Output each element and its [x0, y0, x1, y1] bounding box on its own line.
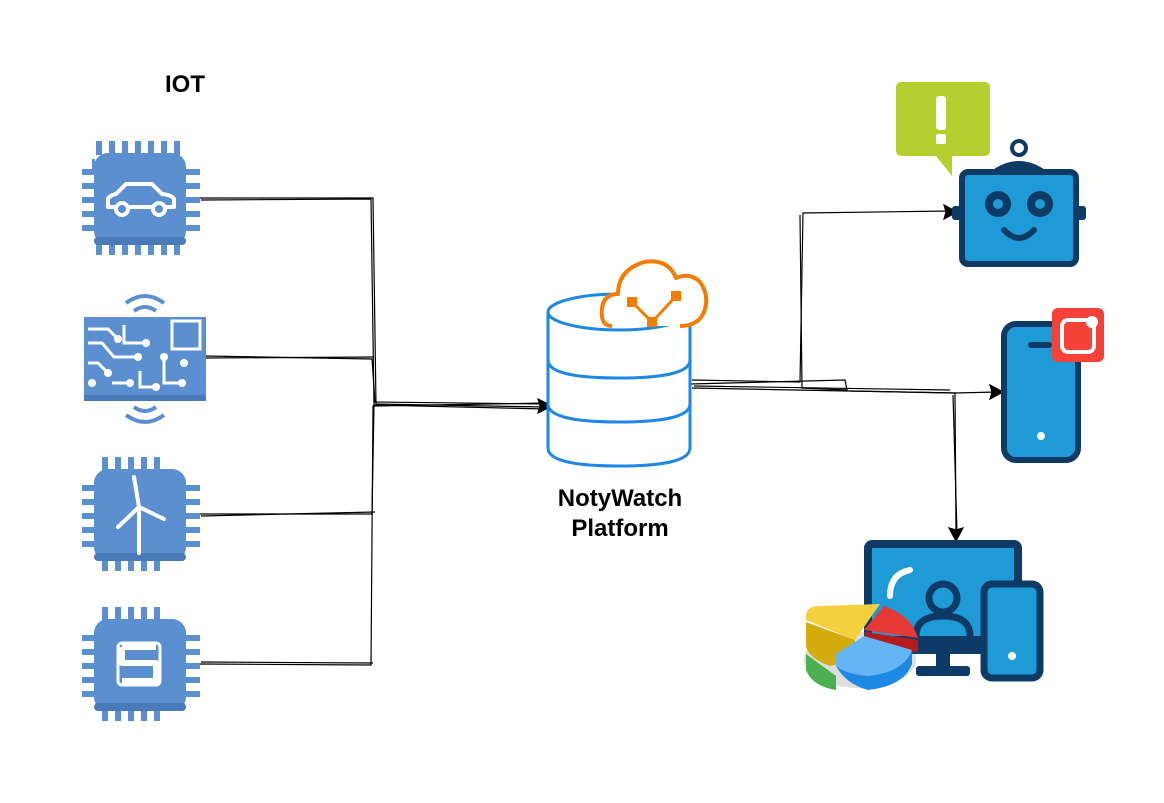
connector-car-to-platform	[200, 197, 546, 408]
chatbot-alert-icon	[896, 82, 1086, 267]
dashboard-devices-icon	[804, 540, 1044, 690]
cloud-network-icon	[599, 259, 709, 328]
arrowhead-bot	[943, 203, 959, 221]
arrowhead-platform	[537, 397, 554, 415]
car-chip-icon	[82, 141, 200, 255]
arrowhead-dashboard	[947, 527, 965, 543]
circuit-board-wireless-icon	[84, 294, 206, 424]
connector-schip-to-platform	[199, 402, 548, 666]
platform-label-line2: Platform	[571, 515, 669, 542]
wind-turbine-chip-icon	[82, 457, 200, 571]
iot-title: IOT	[165, 71, 205, 98]
robot-icon	[952, 139, 1086, 267]
connector-platform-to-dashboard	[849, 390, 958, 536]
connectors	[199, 197, 1005, 666]
platform-label-line1: NotyWatch	[557, 485, 683, 512]
cloud-database-icon	[546, 259, 709, 468]
connector-platform-to-bot	[689, 210, 951, 391]
platform-label: NotyWatch Platform	[520, 484, 720, 544]
pie-chart-icon	[804, 604, 918, 690]
s-chip-icon	[82, 607, 200, 721]
mobile-notification-icon	[1001, 308, 1104, 463]
alert-bubble-icon	[896, 82, 990, 176]
arrowhead-phone	[989, 383, 1005, 401]
connector-circuit-to-platform	[204, 355, 549, 405]
